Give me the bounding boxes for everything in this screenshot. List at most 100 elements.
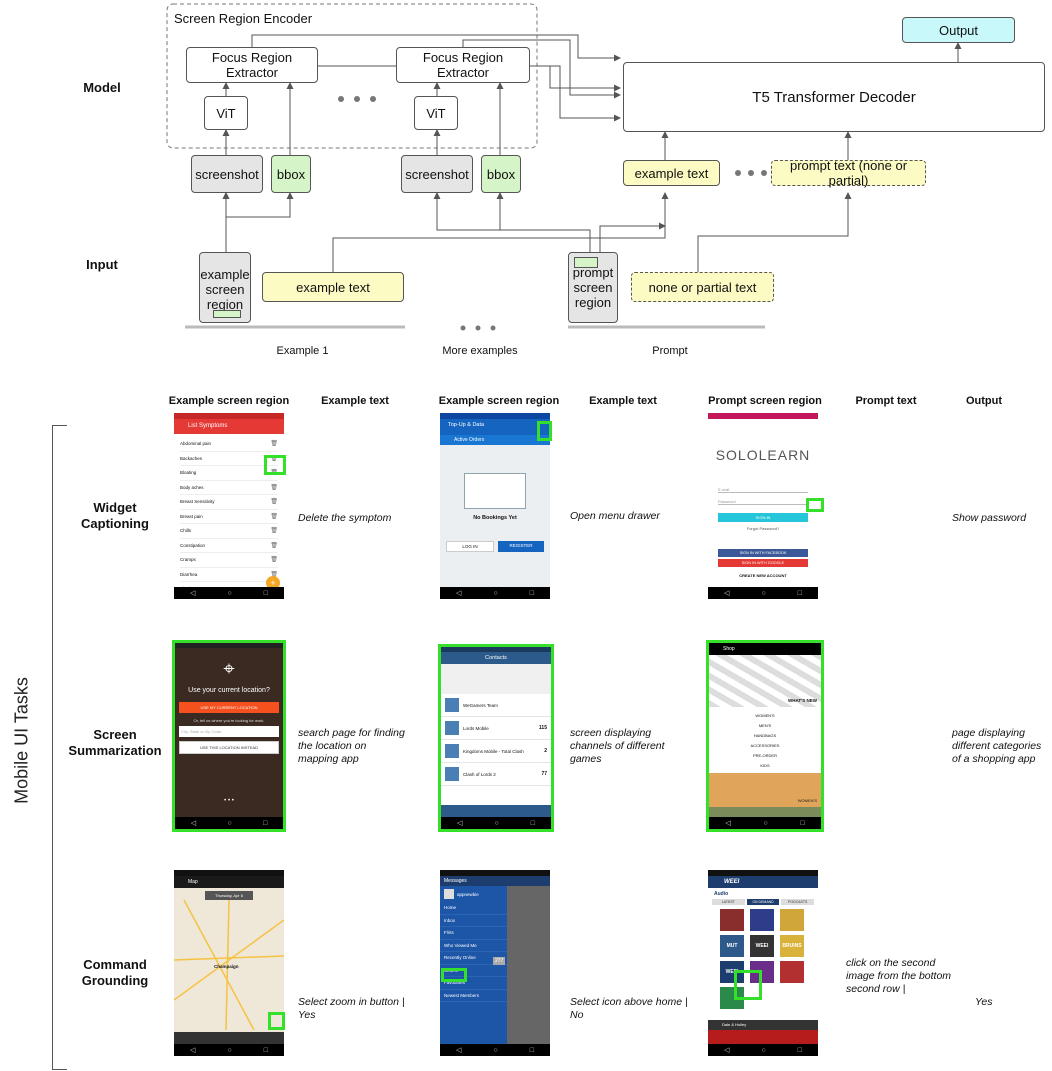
audio-tab[interactable]: LATEST — [712, 899, 745, 905]
audio-tile[interactable] — [780, 909, 804, 931]
audio-tile[interactable]: BRUINS — [780, 935, 804, 957]
trash-icon[interactable]: 🗑 — [270, 441, 278, 448]
city-input[interactable]: City, State or Zip Code — [179, 726, 279, 737]
summary-example-screen-1: ⌖ Use your current location? USE MY CURR… — [172, 640, 286, 832]
bbox-box-2: bbox — [481, 155, 521, 193]
register-button[interactable]: REGISTER — [498, 541, 544, 552]
symptom-row[interactable]: Abdominal pain🗑 — [180, 437, 278, 452]
trash-icon[interactable]: 🗑 — [270, 571, 278, 578]
symptom-row[interactable]: Chills🗑 — [180, 524, 278, 539]
recently-online-badge: 277 — [493, 957, 506, 965]
prompt-bbox-marker — [574, 257, 598, 268]
symptom-row[interactable]: Constipation🗑 — [180, 539, 278, 553]
audio-tile[interactable]: WEEI — [750, 935, 774, 957]
sign-in-button[interactable]: SIGN IN — [718, 513, 808, 522]
drawer-item[interactable]: Flirts — [440, 927, 507, 940]
audio-section-title: Audio — [714, 891, 729, 897]
womens-banner-label: WOMEN'S — [797, 798, 817, 803]
audio-tab[interactable]: PODCASTS — [781, 899, 815, 905]
widget-prompt-screen: SOLOLEARN E-mail Password SIGN IN Forgot… — [708, 413, 818, 599]
prompt-text-box: prompt text (none or partial) — [771, 158, 926, 188]
login-button[interactable]: LOG IN — [446, 541, 494, 552]
map-toolbar[interactable] — [174, 1032, 284, 1044]
date-chip[interactable]: Thursday, Apr 6 — [205, 891, 253, 900]
symptom-row[interactable]: Breast Sensitivity 🗑 — [180, 495, 278, 510]
forgot-password-link[interactable]: Forgot Password? — [746, 526, 780, 531]
symptom-row[interactable]: Diarrhea🗑 — [180, 568, 278, 582]
output-box: Output — [902, 17, 1015, 43]
audio-player[interactable]: Dale & Holley — [708, 1020, 818, 1030]
symptom-list: Abdominal pain🗑Backaches🗑Bloating🗑Body a… — [174, 434, 284, 599]
password-field[interactable]: Password — [718, 499, 808, 505]
drawer-item[interactable]: Recently Online — [440, 952, 507, 965]
audio-tile[interactable]: MUT — [720, 935, 744, 957]
drawer-item[interactable]: Home — [440, 902, 507, 915]
trash-icon[interactable]: 🗑 — [270, 528, 278, 535]
womens-banner[interactable]: WOMEN'S — [709, 773, 821, 807]
widget-example-screen-1: List Symptoms Abdominal pain🗑Backaches🗑B… — [174, 413, 284, 599]
t5-decoder: T5 Transformer Decoder — [623, 62, 1045, 132]
vit-1: ViT — [204, 96, 248, 130]
email-field[interactable]: E-mail — [718, 487, 808, 493]
topup-title: Top-Up & Data — [440, 419, 550, 435]
shop-category-item[interactable]: PRE-ORDER — [752, 753, 777, 758]
trash-icon[interactable]: 🗑 — [270, 513, 278, 520]
drawer-item[interactable]: Favourites — [440, 977, 507, 990]
widget-output: Show password — [952, 512, 1027, 524]
audio-tile[interactable]: WEEI — [720, 961, 744, 983]
android-nav-bar: ◁○□ — [440, 587, 550, 599]
highlight-menu-icon — [537, 421, 552, 441]
shop-category-list: WOMEN'S MEN'S HANDBAGS ACCESSORIES PRE-ORDER… — [709, 707, 821, 771]
facebook-button[interactable]: SIGN IN WITH FACEBOOK — [718, 549, 808, 557]
symptom-row[interactable]: Body aches🗑 — [180, 481, 278, 495]
shop-category-item[interactable]: HANDBAGS — [753, 733, 777, 738]
trash-icon[interactable]: 🗑 — [270, 499, 278, 506]
symptom-row[interactable]: Breast pain🗑 — [180, 510, 278, 524]
trash-icon[interactable]: 🗑 — [270, 455, 278, 462]
whats-new-label: WHAT'S NEW — [788, 698, 817, 703]
audio-tile[interactable] — [750, 961, 774, 983]
audio-tile[interactable] — [720, 909, 744, 931]
use-current-location-button[interactable]: USE MY CURRENT LOCATION — [179, 702, 279, 713]
col-prompt-text: Prompt text — [855, 395, 917, 407]
google-button[interactable]: SIGN IN WITH GOOGLE — [718, 559, 808, 567]
audio-tile[interactable] — [780, 961, 804, 983]
shop-category-item[interactable]: MEN'S — [758, 723, 772, 728]
shop-category-item[interactable]: KIDS — [760, 763, 770, 768]
trash-icon[interactable]: 🗑 — [270, 484, 278, 491]
active-orders-tab[interactable]: Active Orders — [440, 435, 550, 445]
trash-icon[interactable]: 🗑 — [270, 557, 278, 564]
contact-name: Lords Mobile — [463, 725, 489, 731]
symptom-row[interactable]: Backaches🗑 — [180, 452, 278, 466]
grounding-prompt-text: click on the second image from the botto… — [846, 957, 952, 995]
drawer-item[interactable]: Inbox — [440, 915, 507, 927]
highlight-delete-icon — [264, 455, 286, 475]
contact-row[interactable]: WeGamers Team — [441, 694, 551, 717]
whats-new-banner[interactable]: WHAT'S NEW — [709, 655, 821, 707]
shop-category-item[interactable]: ACCESSORIES — [750, 743, 780, 748]
drawer-item[interactable]: Newest Members — [440, 990, 507, 1002]
create-account-link[interactable]: CREATE NEW ACCOUNT — [739, 573, 787, 578]
focus-region-extractor-2: Focus Region Extractor — [396, 47, 530, 83]
symptom-row[interactable]: Cramps🗑 — [180, 553, 278, 568]
map-pin-icon: ⌖ — [223, 658, 235, 680]
audio-tile[interactable] — [720, 987, 744, 1009]
audio-tab[interactable]: ON DEMAND — [746, 899, 780, 905]
add-fab-icon[interactable]: + — [266, 576, 280, 590]
shop-category-item[interactable]: WOMEN'S — [755, 713, 775, 718]
contact-name: Kingdoms Mobile - Total Clash — [463, 748, 524, 754]
audio-tile[interactable] — [750, 909, 774, 931]
bottom-tab-bar[interactable] — [441, 805, 551, 817]
encoder-frame — [166, 3, 538, 149]
highlight-zoom-in-button — [268, 1012, 285, 1030]
use-this-location-button[interactable]: USE THIS LOCATION INSTEAD — [179, 741, 279, 754]
drawer-item[interactable]: Who Viewed Me — [440, 940, 507, 952]
symptom-label: Breast Sensitivity — [180, 499, 215, 505]
trash-icon[interactable]: 🗑 — [270, 542, 278, 549]
ad-banner[interactable] — [708, 1030, 818, 1044]
